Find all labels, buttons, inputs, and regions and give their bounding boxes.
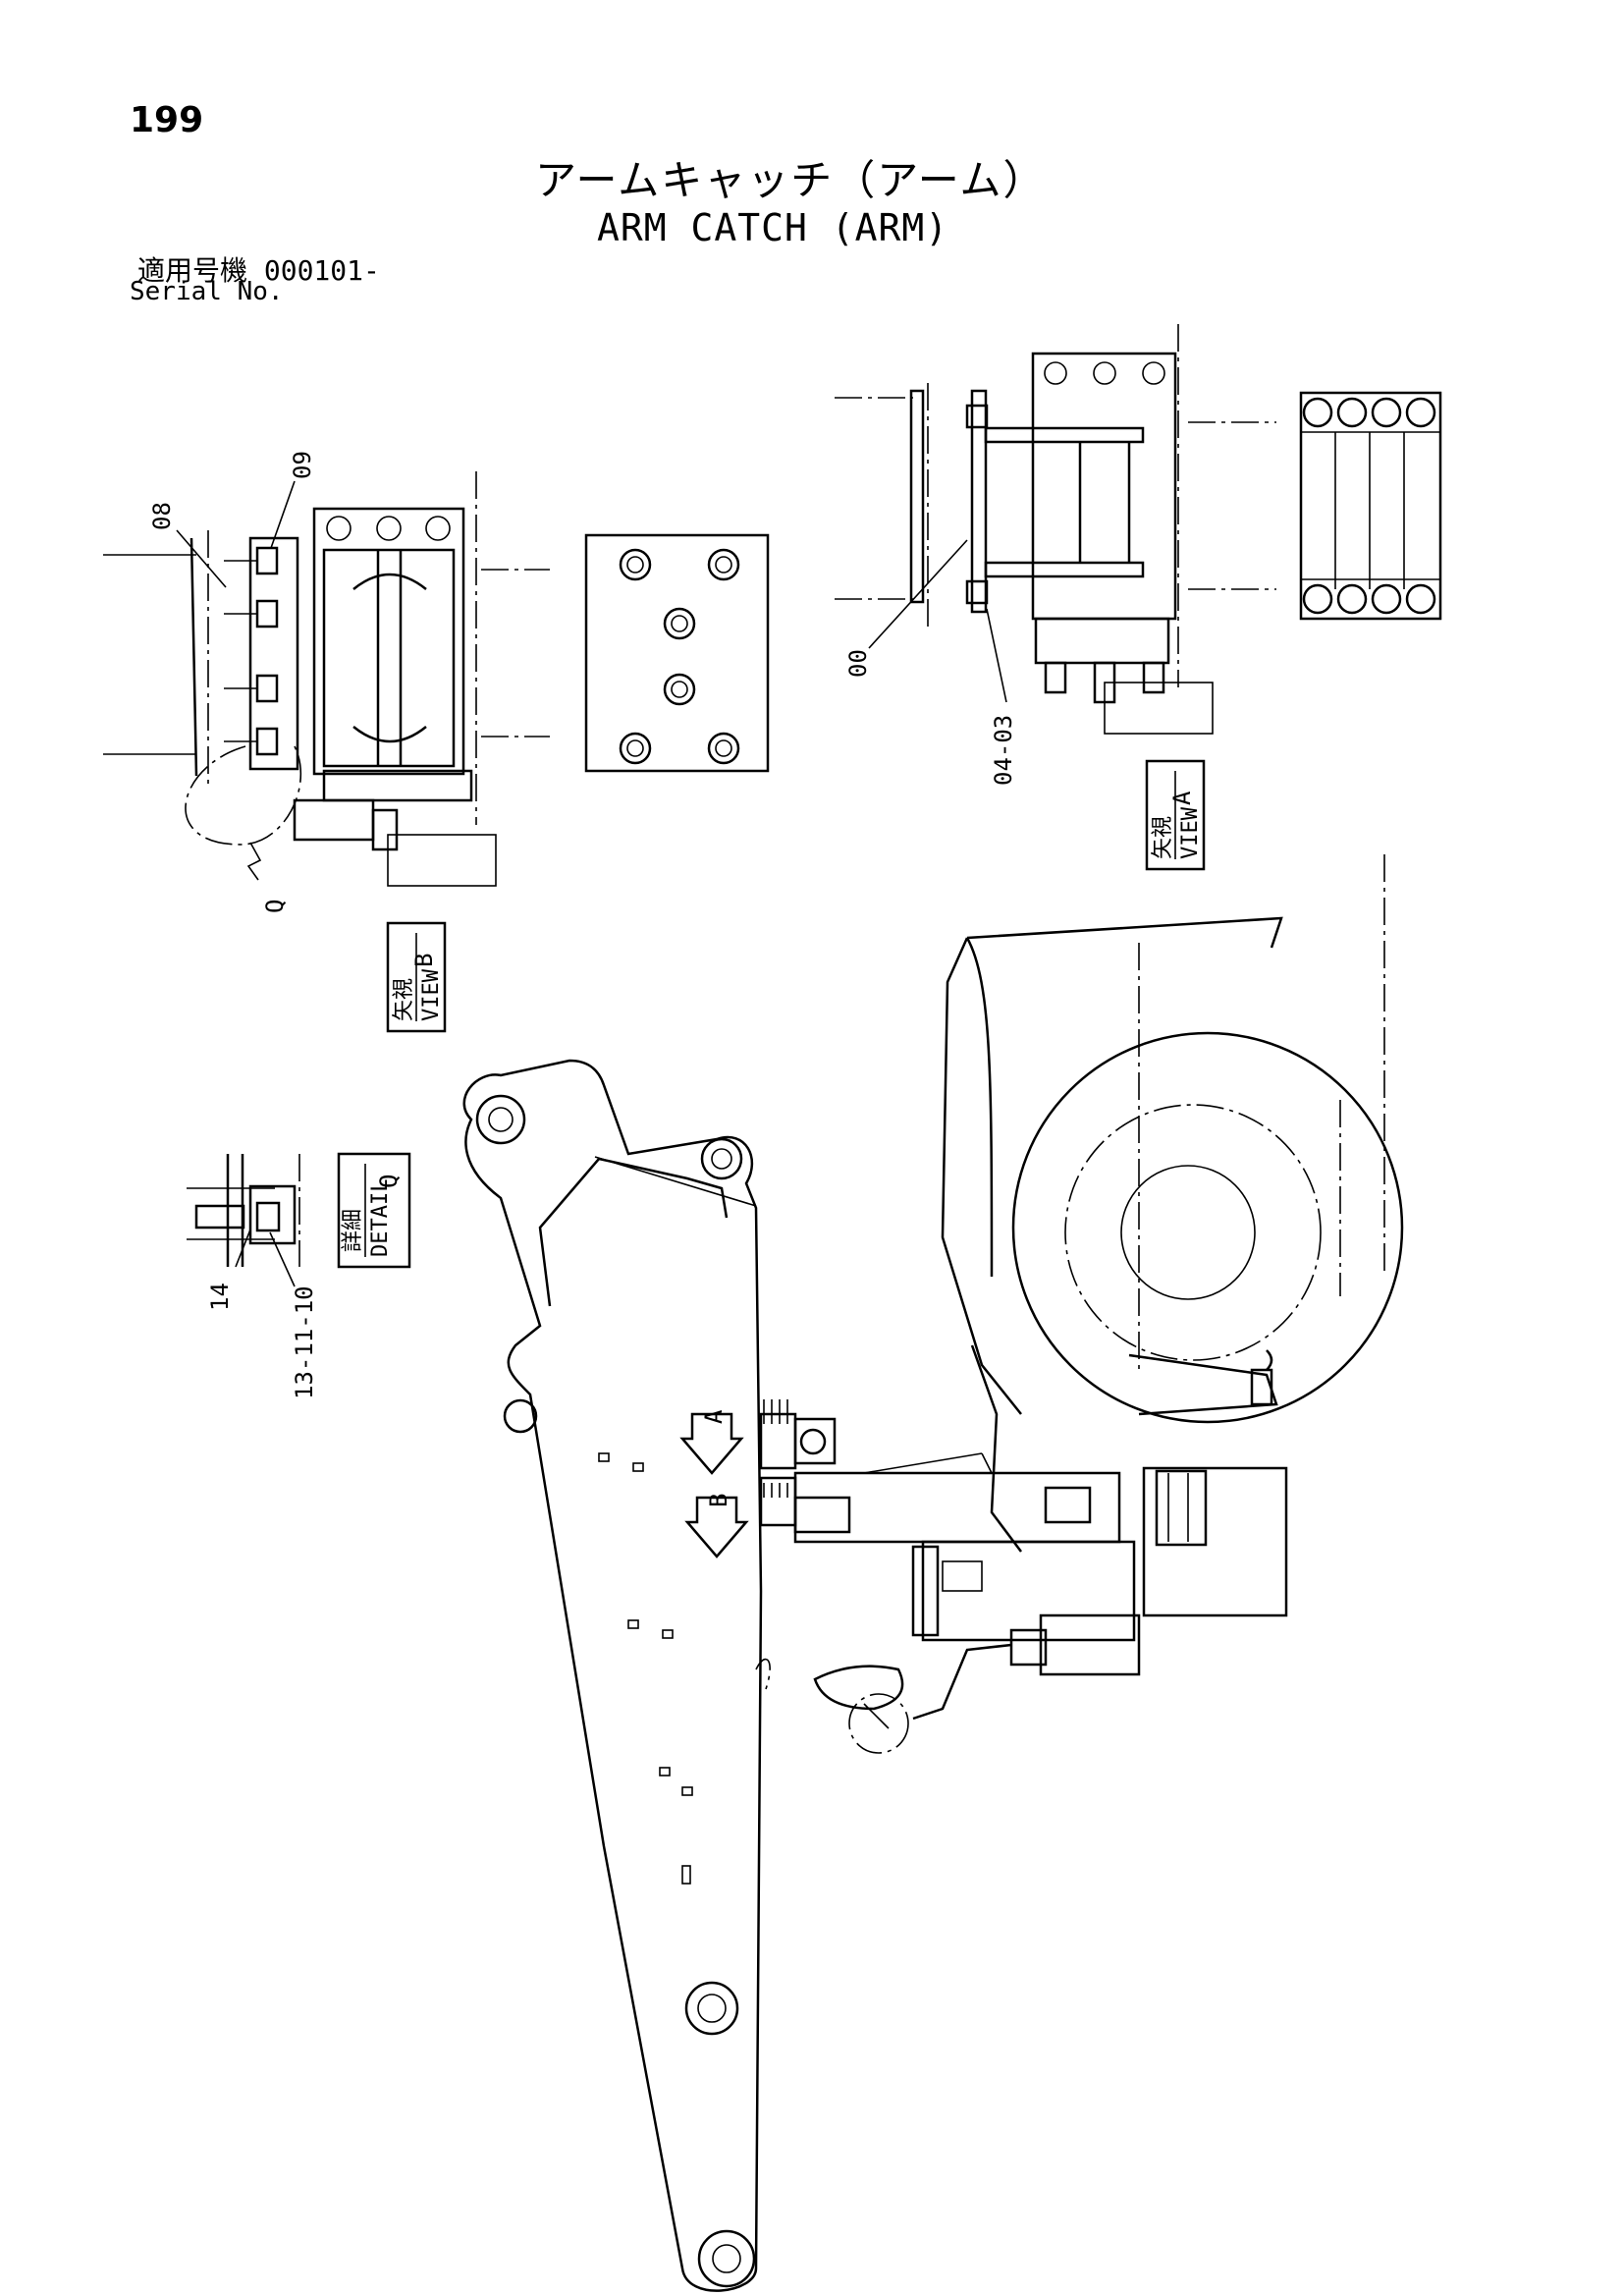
callout-09: 09 [289, 451, 316, 479]
callout-14: 14 [206, 1283, 234, 1311]
view-a-label: 矢視 VIEW A [1145, 759, 1206, 871]
svg-text:矢視: 矢視 [1151, 816, 1175, 859]
svg-text:A: A [1168, 791, 1196, 805]
serial-label: Serial No. [130, 277, 284, 306]
serial-range: 適用号機 000101- [137, 254, 380, 287]
detail-q-label: 詳細 DETAIL Q [337, 1152, 411, 1269]
svg-text:VIEW: VIEW [1178, 806, 1203, 859]
svg-text:09: 09 [289, 451, 316, 479]
callout-00: 00 [844, 649, 872, 678]
svg-text:Q: Q [375, 1175, 403, 1188]
svg-text:詳細: 詳細 [341, 1209, 365, 1252]
svg-text:13-11-10: 13-11-10 [291, 1285, 318, 1399]
arm-catch-assembly [759, 1399, 837, 1527]
detail-q-drawing: 14 13-11-10 [187, 1154, 318, 1399]
svg-text:DETAIL: DETAIL [368, 1179, 393, 1257]
svg-text:A: A [700, 1409, 728, 1424]
svg-text:08: 08 [148, 502, 176, 530]
svg-text:B: B [410, 954, 438, 967]
view-b-label: 矢視 VIEW B [386, 921, 447, 1033]
page-number: 199 [130, 100, 204, 140]
view-b-drawing: 08 09 Q [103, 451, 770, 913]
arm [462, 1059, 771, 2292]
svg-text:04-03: 04-03 [990, 715, 1017, 786]
machine-body [793, 854, 1404, 1754]
svg-text:VIEW: VIEW [419, 968, 444, 1021]
title-japanese: アームキャッチ（アーム） [535, 156, 1047, 204]
callout-04-03: 04-03 [990, 715, 1017, 786]
svg-text:14: 14 [206, 1283, 234, 1311]
svg-text:B: B [705, 1494, 732, 1507]
arrow-b-marker: B [684, 1494, 749, 1558]
arrow-a-marker: A [679, 1409, 744, 1475]
svg-text:Q: Q [261, 900, 289, 913]
svg-text:00: 00 [844, 649, 872, 678]
title-english: ARM CATCH (ARM) [597, 206, 949, 249]
callout-13-11-10: 13-11-10 [291, 1285, 318, 1399]
callout-08: 08 [148, 502, 176, 530]
view-a-drawing: 00 04-03 [835, 324, 1442, 786]
svg-text:矢視: 矢視 [392, 978, 416, 1021]
callout-q: Q [261, 900, 289, 913]
